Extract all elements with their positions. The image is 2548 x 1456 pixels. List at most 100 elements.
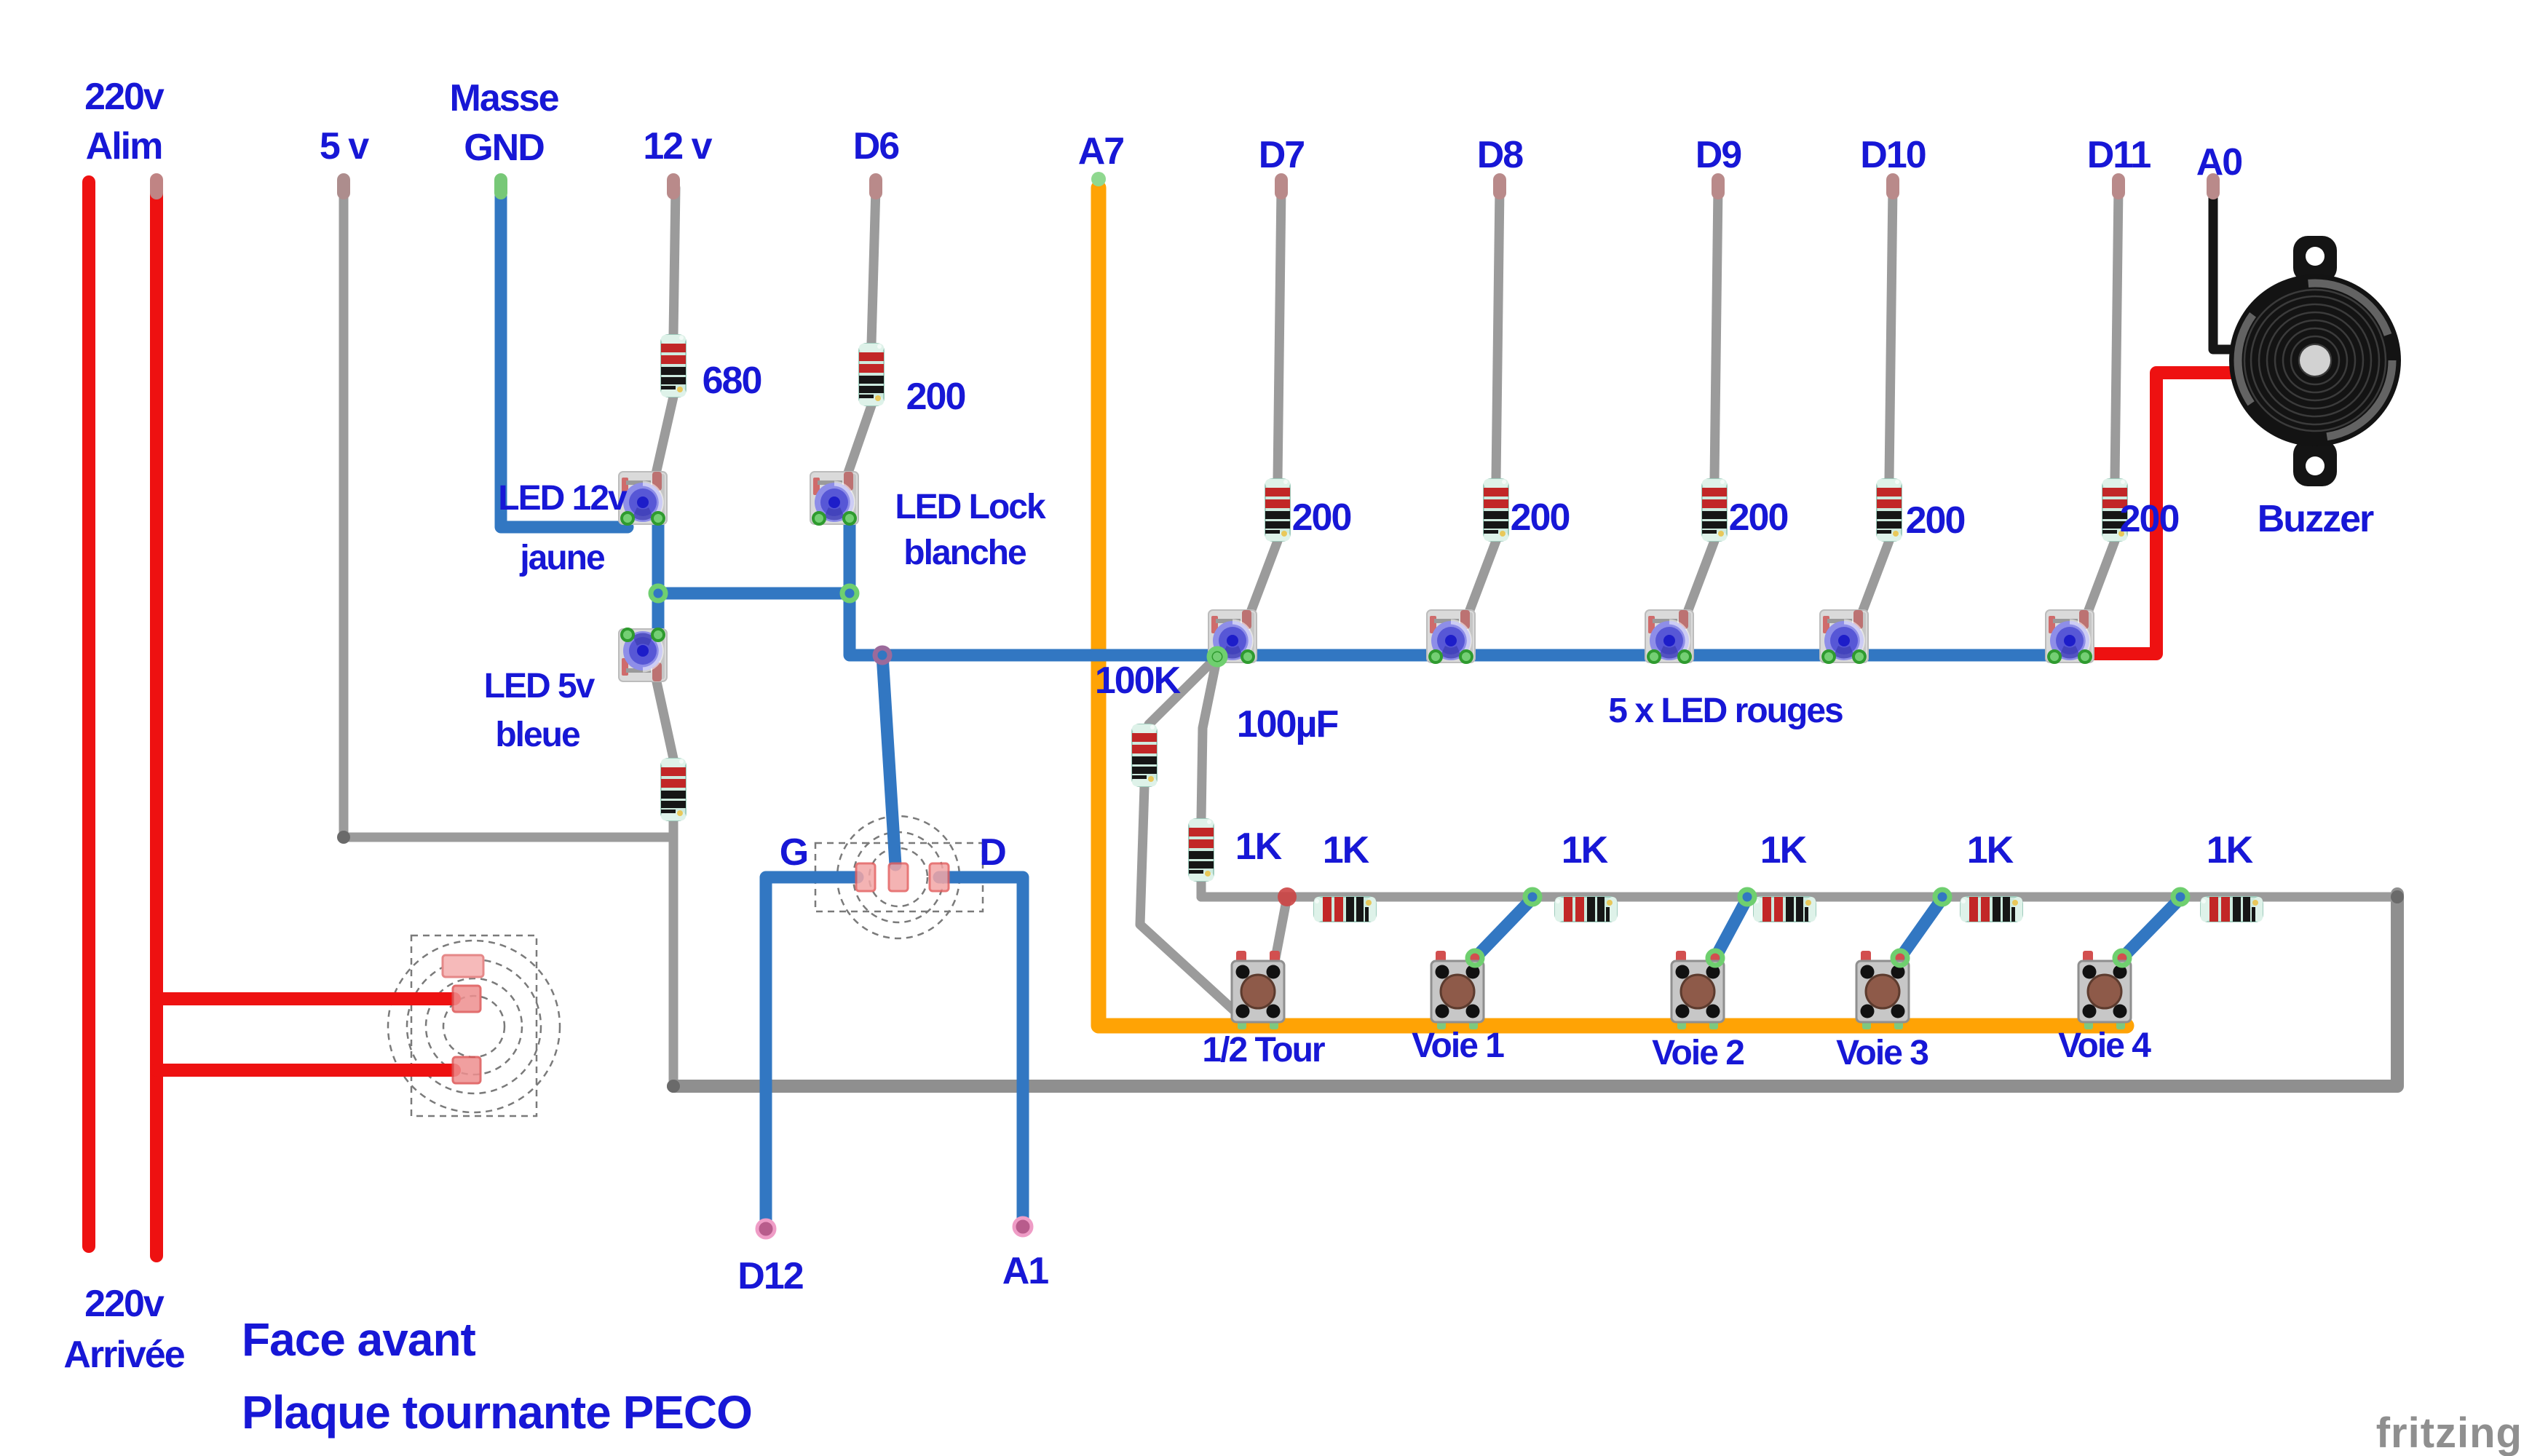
- led-12v-jaune: [619, 472, 667, 524]
- label-d7: D7: [1259, 134, 1305, 176]
- wire-voie4-slant: [2116, 892, 2187, 965]
- wire-halftour-top: [1270, 892, 1292, 963]
- label-d11: D11: [2087, 134, 2151, 176]
- button-voie-2: [1670, 949, 1725, 1031]
- label-masse: Masse: [450, 77, 559, 119]
- label-r200-d7: 200: [1292, 496, 1351, 539]
- label-d10: D10: [1860, 134, 1925, 176]
- wire-a7: [1091, 180, 2134, 1034]
- label-r1k-vertical: 1K: [1235, 826, 1283, 868]
- label-button-voie-3: Voie 3: [1836, 1034, 1928, 1072]
- motor-pads: [451, 984, 482, 1085]
- label-220v-alim-2: Alim: [86, 125, 162, 167]
- led-rouge-3: [1645, 610, 1693, 662]
- led-rouge-2: [1427, 610, 1475, 662]
- label-led-rouges: 5 x LED rouges: [1608, 692, 1843, 730]
- wire-tips: [150, 172, 2220, 1240]
- button-voie-4: [2077, 949, 2132, 1031]
- resistor-100k: [1131, 724, 1158, 787]
- label-r1k-2: 1K: [1562, 829, 1609, 871]
- wire-d8: [1463, 183, 1505, 621]
- label-r1k-4: 1K: [1967, 829, 2014, 871]
- label-r680: 680: [703, 360, 761, 402]
- resistor-200-d8: [1483, 478, 1509, 542]
- label-buzzer: Buzzer: [2258, 498, 2374, 540]
- label-r1k-3: 1K: [1760, 829, 1808, 871]
- label-c100uf: 100µF: [1237, 703, 1338, 745]
- label-d12: D12: [737, 1255, 802, 1297]
- label-led12v-1: LED 12v: [498, 479, 628, 518]
- wire-led5v-to-bottom-bus: [651, 673, 678, 1091]
- led-rouge-4: [1820, 610, 1868, 662]
- junction-dots: [337, 583, 2404, 1093]
- button-voie-3: [1855, 949, 1910, 1031]
- wire-voie3-slant: [1894, 892, 1949, 965]
- wire-gate-d12: [759, 871, 864, 1235]
- button-demi-tour: [1230, 949, 1286, 1031]
- resistor-1k-1: [1313, 896, 1377, 922]
- wire-d6: [842, 183, 881, 482]
- resistor-200-d7: [1265, 478, 1291, 542]
- label-a7: A7: [1078, 130, 1124, 173]
- resistor-1k-2: [1554, 896, 1618, 922]
- wire-gnd: [494, 181, 634, 534]
- wire-d10: [1856, 183, 1898, 621]
- wire-drain-a1: [933, 871, 1029, 1233]
- mosfet-pads: [855, 862, 950, 893]
- label-button-demi-tour: 1/2 Tour: [1202, 1031, 1324, 1069]
- label-r200-d10: 200: [1906, 499, 1965, 542]
- label-220v-alim-1: 220v: [84, 76, 165, 118]
- wire-d11: [2081, 183, 2124, 621]
- label-220v-arrivee-1: 220v: [84, 1283, 165, 1325]
- wire-100k-branch: [1135, 652, 1247, 1023]
- label-r100k: 100K: [1095, 660, 1182, 702]
- label-button-voie-4: Voie 4: [2058, 1026, 2151, 1065]
- led-lock-blanche: [810, 472, 858, 524]
- label-r200-d11: 200: [2120, 498, 2179, 540]
- label-ledlock-2: blanche: [903, 534, 1026, 572]
- label-r200-d6: 200: [906, 376, 965, 418]
- wire-12v: [650, 183, 681, 482]
- label-d6: D6: [853, 125, 900, 167]
- wire-voie2-slant: [1709, 892, 1754, 965]
- label-d9: D9: [1696, 134, 1741, 176]
- caption-line-1: Face avant: [242, 1313, 476, 1366]
- label-a0: A0: [2196, 141, 2242, 183]
- button-voie-1: [1430, 949, 1485, 1031]
- label-drain: D: [979, 831, 1005, 874]
- label-5v: 5 v: [320, 125, 369, 167]
- label-gate: G: [780, 831, 807, 874]
- label-led5v-1: LED 5v: [484, 667, 596, 705]
- resistor-1k-vertical: [1188, 818, 1214, 882]
- wire-a0-buzzer: [2208, 183, 2242, 355]
- label-led5v-2: bleue: [495, 716, 580, 754]
- wire-bus-to-mosfet: [876, 649, 902, 871]
- label-220v-arrivee-2: Arrivée: [63, 1334, 184, 1376]
- label-r200-d9: 200: [1729, 496, 1788, 539]
- label-12v: 12 v: [643, 125, 712, 167]
- label-led12v-2: jaune: [519, 539, 605, 577]
- label-gnd: GND: [464, 127, 544, 169]
- resistor-1k-4: [1960, 896, 2023, 922]
- wire-d9: [1681, 183, 1723, 621]
- resistor-680: [660, 334, 687, 397]
- led-rouge-1: [1208, 610, 1257, 662]
- label-d8: D8: [1477, 134, 1524, 176]
- wire-bottom-bus: [667, 887, 2404, 1093]
- caption-line-2: Plaque tournante PECO: [242, 1386, 752, 1439]
- label-button-voie-1: Voie 1: [1412, 1026, 1504, 1065]
- wire-d7: [1244, 183, 1286, 621]
- resistor-200-d10: [1876, 478, 1902, 542]
- led-rouge-5: [2046, 610, 2094, 662]
- wire-voie1-slant: [1468, 892, 1539, 965]
- turntable-motor-ghost: [387, 934, 561, 1117]
- label-r1k-1: 1K: [1323, 829, 1370, 871]
- wire-buzzer-to-led: [2078, 366, 2243, 660]
- label-button-voie-2: Voie 2: [1652, 1034, 1744, 1072]
- resistor-200-d6: [858, 343, 885, 406]
- label-r200-d8: 200: [1511, 496, 1570, 539]
- resistor-led5v: [660, 758, 687, 821]
- label-r1k-5: 1K: [2207, 829, 2254, 871]
- resistor-1k-5: [2200, 896, 2263, 922]
